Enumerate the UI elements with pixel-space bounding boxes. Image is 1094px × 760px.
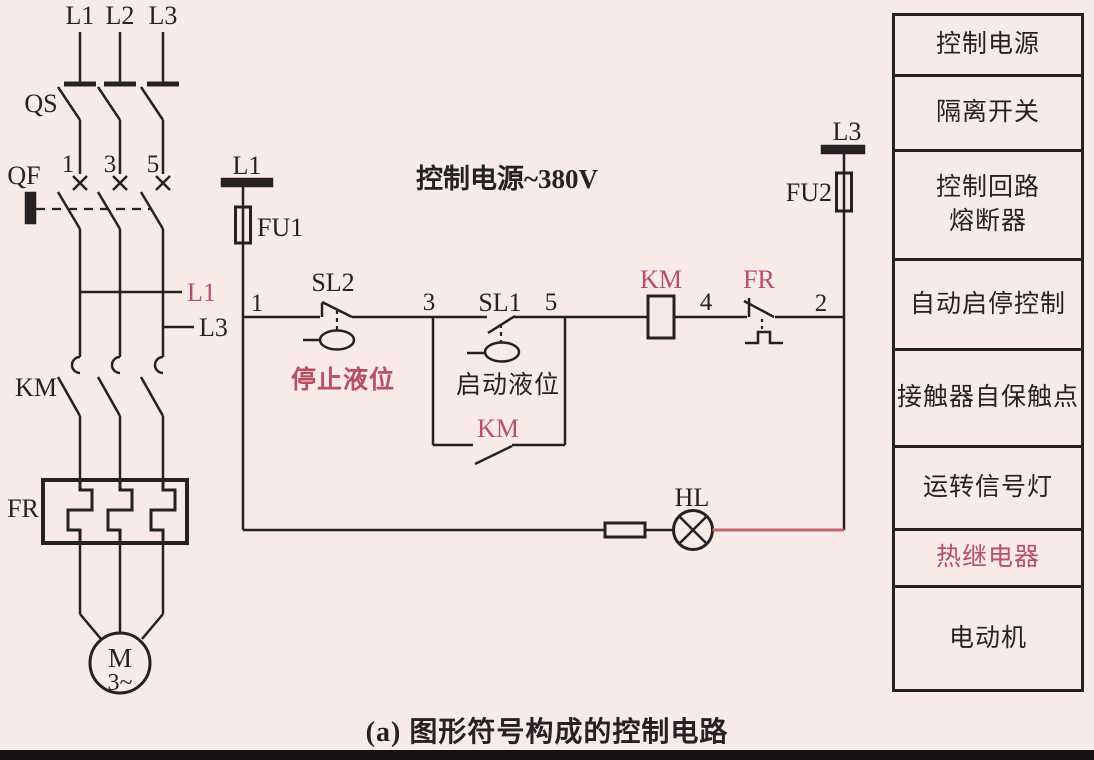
bottom-bar xyxy=(0,750,1094,760)
qf-terminal-1: 1 xyxy=(62,151,75,178)
tap-l1-label: L1 xyxy=(187,278,216,307)
legend-row-control-power: 控制电源 xyxy=(895,16,1081,74)
phase-l3-label: L3 xyxy=(149,1,178,30)
km-coil-icon xyxy=(646,294,676,340)
qs-label: QS xyxy=(24,89,57,118)
node-3-label: 3 xyxy=(423,289,436,316)
fu1-label: FU1 xyxy=(257,213,303,242)
fr-overload-label: FR xyxy=(7,494,39,523)
fu1-fuse-icon xyxy=(220,177,274,317)
legend-label: 控制电源 xyxy=(935,30,1040,58)
legend-label: 电动机 xyxy=(948,624,1027,652)
legend-row-selfhold-contact: 接触器自保触点 xyxy=(895,347,1081,445)
legend-label: 控制回路 熔断器 xyxy=(935,174,1040,235)
legend-label: 热继电器 xyxy=(935,544,1040,572)
legend-label: 隔离开关 xyxy=(935,98,1040,126)
legend-row-isolator: 隔离开关 xyxy=(895,73,1081,149)
start-level-label: 启动液位 xyxy=(456,371,560,399)
sl1-float-switch-icon xyxy=(467,314,521,363)
phase-l2-label: L2 xyxy=(106,1,135,30)
km-main-contacts-icon xyxy=(56,355,165,480)
control-power-title: 控制电源~380V xyxy=(416,164,599,194)
node-4-label: 4 xyxy=(700,289,713,316)
motor-icon xyxy=(78,543,165,695)
motor-m-label: M xyxy=(108,643,132,673)
phase-risers xyxy=(78,229,194,357)
phase-feeders xyxy=(64,32,179,87)
legend-row-auto-startstop: 自动启停控制 xyxy=(895,258,1081,347)
legend-row-control-fuse: 控制回路 熔断器 xyxy=(895,148,1081,259)
legend-table: 控制电源 隔离开关 控制回路 熔断器 自动启停控制 接触器自保触点 运转信号灯 … xyxy=(892,13,1084,692)
signal-lamp-branch-icon xyxy=(241,317,844,551)
sl2-label: SL2 xyxy=(311,268,354,297)
km-selfhold-label: KM xyxy=(477,414,519,443)
legend-row-thermal-relay: 热继电器 xyxy=(895,528,1081,585)
legend-label: 运转信号灯 xyxy=(922,474,1053,502)
km-coil-label: KM xyxy=(640,265,682,294)
motor-3ph-label: 3~ xyxy=(108,670,133,696)
stop-level-label: 停止液位 xyxy=(291,365,395,394)
qf-circuit-breaker-icon xyxy=(24,175,171,230)
fr-contact-label: FR xyxy=(743,265,775,294)
legend-label: 自动启停控制 xyxy=(909,290,1066,318)
legend-row-signal-lamp: 运转信号灯 xyxy=(895,444,1081,529)
control-l3-label: L3 xyxy=(833,117,862,146)
legend-row-motor: 电动机 xyxy=(895,585,1081,689)
phase-l1-label: L1 xyxy=(66,1,95,30)
fu2-fuse-icon xyxy=(820,144,866,530)
hl-lamp-label: HL xyxy=(675,483,710,512)
legend-label: 接触器自保触点 xyxy=(896,383,1079,411)
node-2-label: 2 xyxy=(815,290,828,317)
node-1-label: 1 xyxy=(251,290,264,317)
qf-terminal-3: 3 xyxy=(104,151,117,178)
sl1-label: SL1 xyxy=(478,288,521,317)
fr-thermal-overload-icon xyxy=(41,478,189,545)
node-5-label: 5 xyxy=(545,289,558,316)
km-contacts-label: KM xyxy=(15,373,57,402)
qs-disconnect-switch-icon xyxy=(56,86,165,174)
tap-l3-label: L3 xyxy=(199,313,228,342)
fu2-label: FU2 xyxy=(786,178,832,207)
sl2-float-switch-icon xyxy=(303,300,356,351)
qf-terminal-5: 5 xyxy=(147,151,160,178)
control-l1-label: L1 xyxy=(233,151,262,180)
qf-label: QF xyxy=(7,161,40,190)
fr-nc-contact-icon xyxy=(743,298,783,345)
km-selfhold-contact-icon xyxy=(431,317,567,466)
figure-caption: (a) 图形符号构成的控制电路 xyxy=(365,717,729,748)
